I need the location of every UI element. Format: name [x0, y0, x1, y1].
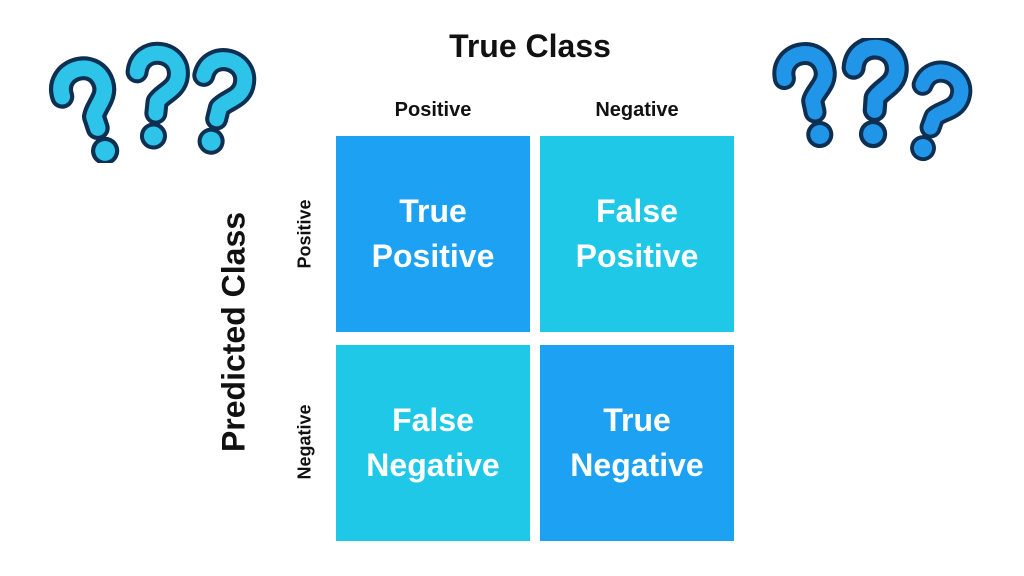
row-header-positive: Positive [294, 199, 315, 269]
cell-line-2: Negative [366, 447, 500, 483]
cell-line-2: Positive [575, 238, 699, 274]
cell-true-negative: True Negative [540, 345, 734, 541]
cell-line-2: Negative [570, 447, 704, 483]
cell-false-negative: False Negative [336, 345, 530, 541]
question-marks-left [40, 38, 270, 163]
cell-line-2: Positive [371, 238, 495, 274]
cell-line-1: False [596, 193, 678, 230]
column-header-positive: Positive [394, 99, 472, 121]
cell-line-1: True [399, 193, 467, 230]
cell-false-positive: False Positive [540, 136, 734, 332]
question-mark-icon [780, 50, 840, 149]
question-marks-right [766, 38, 986, 162]
predicted-class-title: Predicted Class [215, 211, 252, 453]
question-mark-icon [129, 51, 180, 150]
question-mark-icon [899, 66, 967, 162]
cell-line-1: False [392, 402, 474, 439]
true-class-title: True Class [449, 28, 611, 64]
row-header-negative: Negative [294, 404, 315, 480]
cell-line-1: True [603, 402, 671, 439]
column-header-negative: Negative [595, 99, 679, 121]
question-mark-icon [186, 55, 249, 155]
cell-true-positive: True Positive [336, 136, 530, 332]
question-mark-icon [56, 63, 127, 163]
question-mark-icon [848, 46, 898, 149]
